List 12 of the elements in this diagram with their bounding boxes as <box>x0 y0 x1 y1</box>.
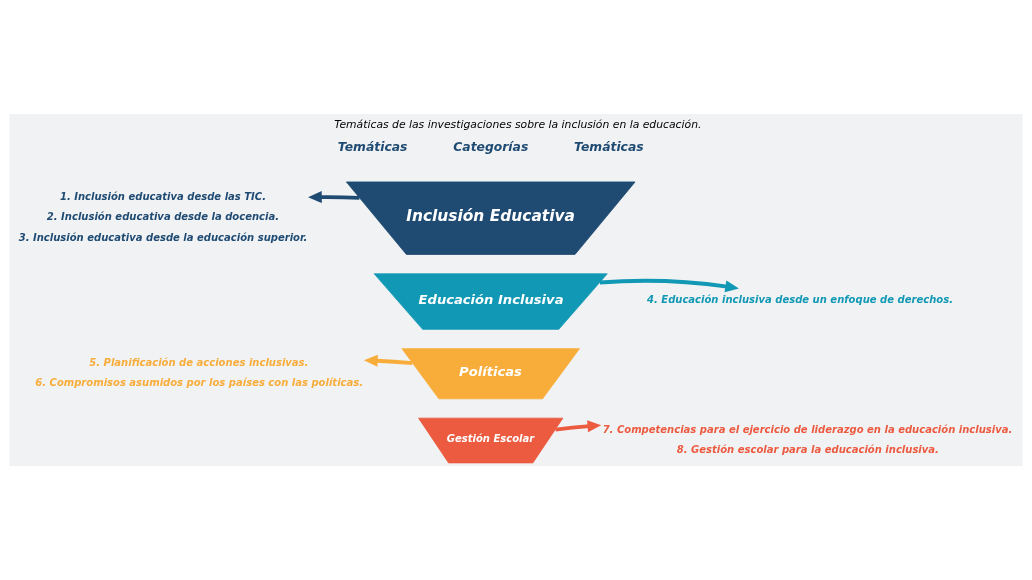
node-text: 5. Planificación de acciones inclusivas. 6. Compromisos asumidos por los países con las políticas. <box>35 356 364 389</box>
arrow <box>308 191 360 204</box>
arrow <box>599 278 739 293</box>
arrow <box>555 420 602 433</box>
arrow <box>363 354 413 367</box>
node-text: 4. Educación inclusiva desde un enfoque de derechos. <box>647 294 953 306</box>
diagram-title: Temáticas de las investigaciones sobre la inclusión en la educación. <box>334 118 702 132</box>
label: Categorías <box>453 139 529 154</box>
node-text: 7. Competencias para el ejercicio de liderazgo en la educación inclusiva. 8. Gestión escolar para la educación inclusiva. <box>602 423 1013 455</box>
node-text: 1. Inclusión educativa desde las TIC. 2. Inclusión educativa desde la docencia. 3. Inclusión educativa desde la educación superior. <box>18 191 308 243</box>
label: Temáticas <box>574 139 644 154</box>
label: Temáticas <box>337 139 408 154</box>
